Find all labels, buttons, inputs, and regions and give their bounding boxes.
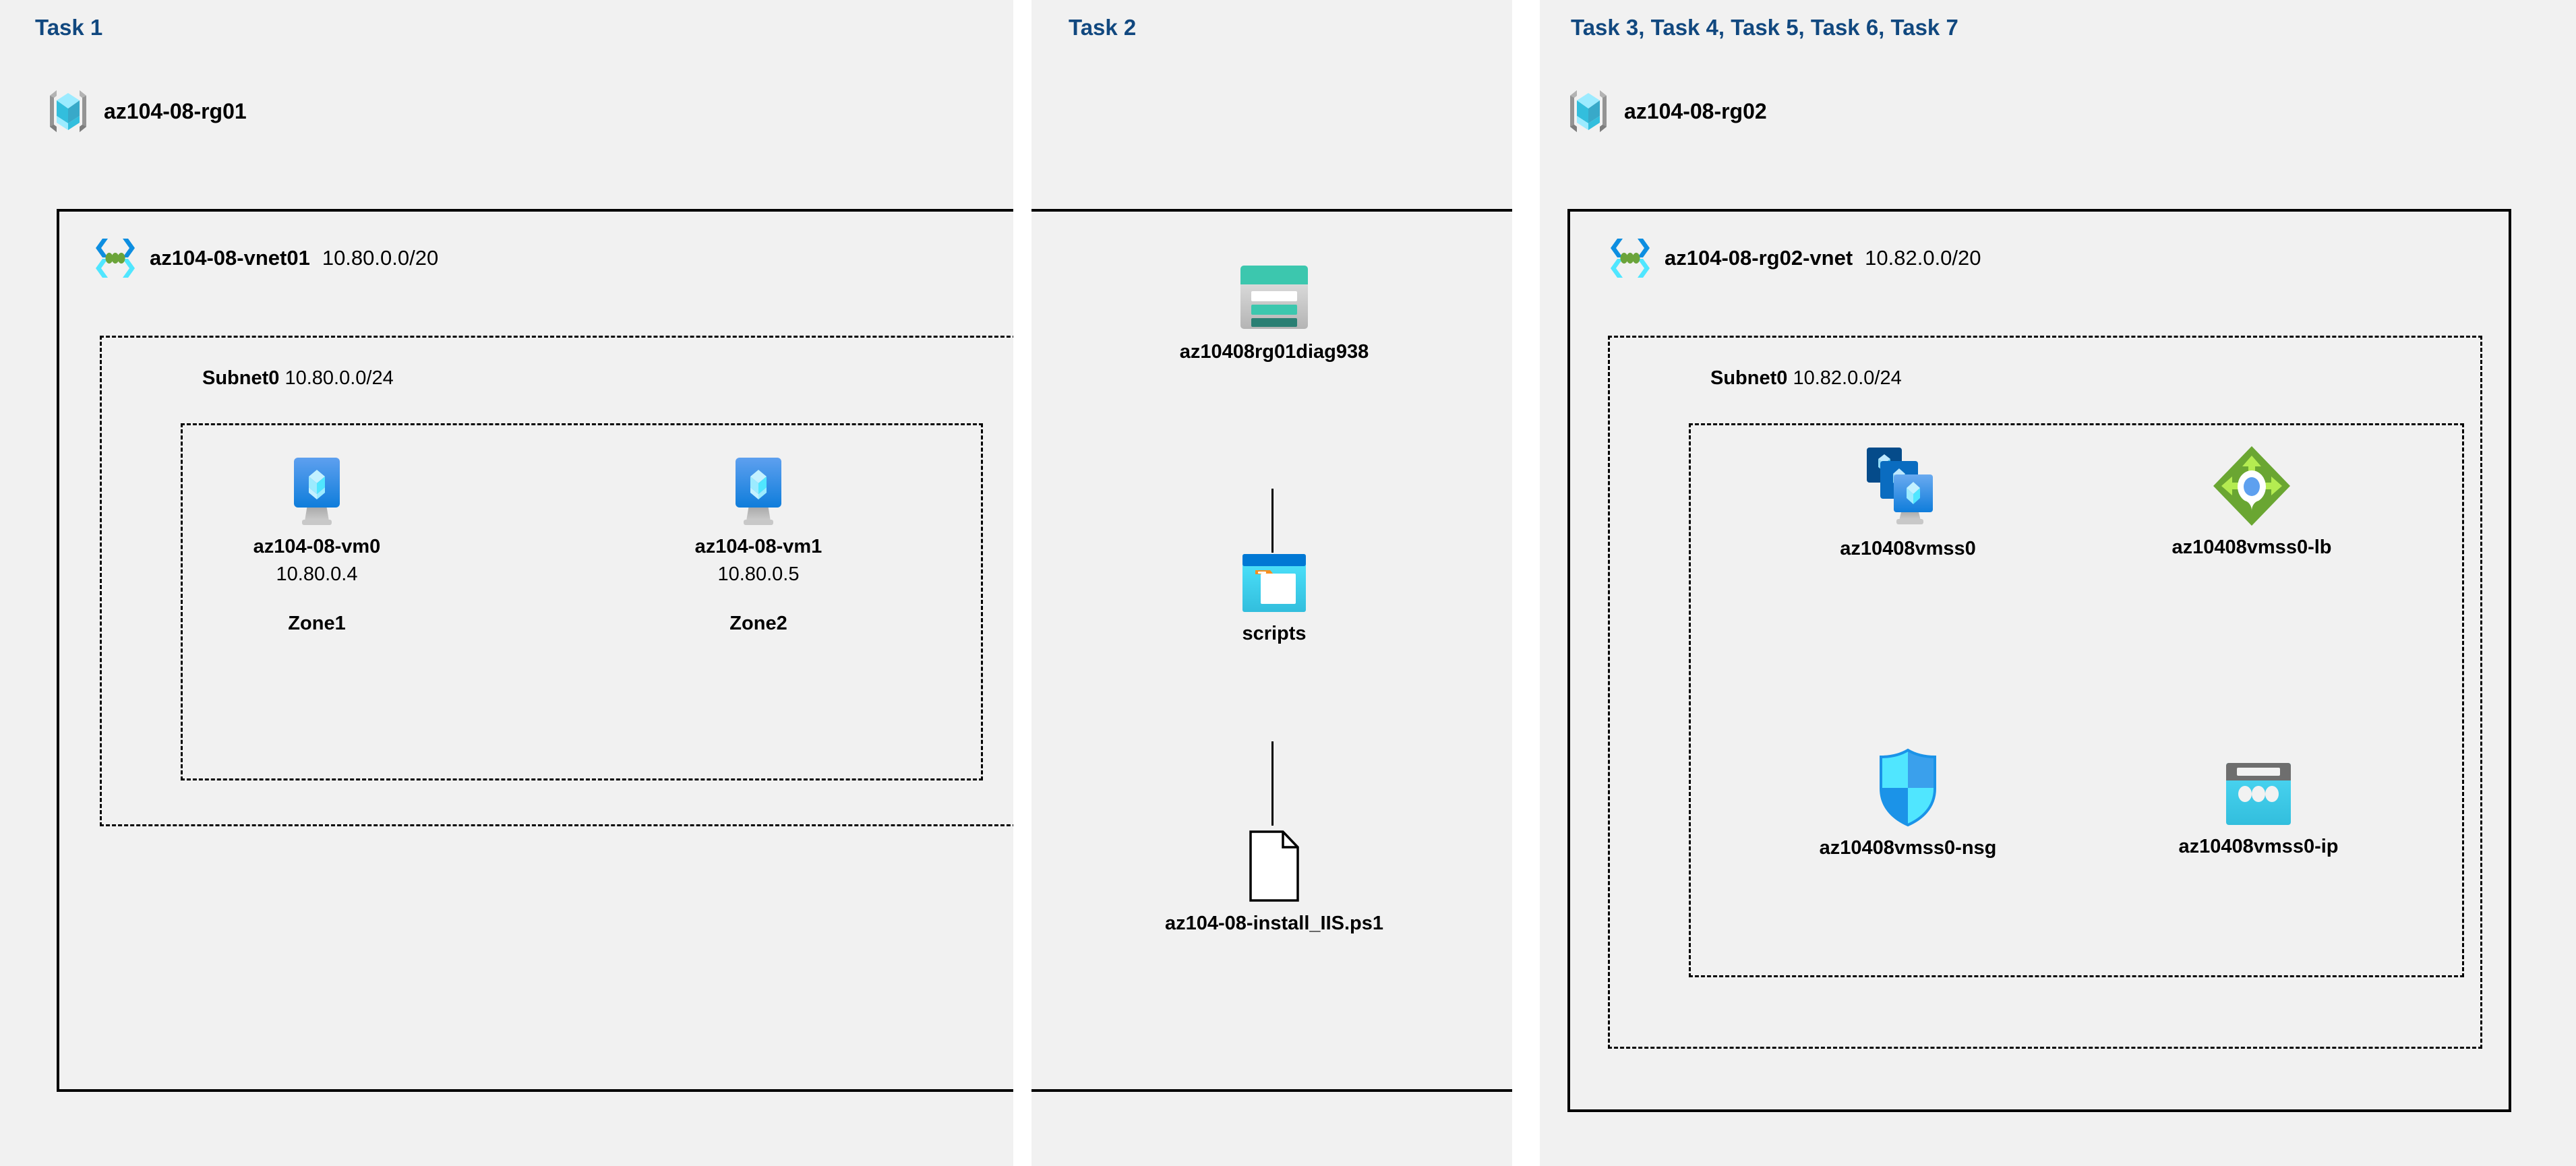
vnet-boundary-az104-08-rg02-vnet <box>1567 209 2511 1112</box>
public-ip-address-icon <box>2223 762 2294 826</box>
network-security-group-icon <box>1876 748 1940 828</box>
panel-task1 <box>0 0 1013 1166</box>
node-label: scripts <box>1242 623 1307 644</box>
virtual-machine-icon <box>725 455 792 526</box>
connector-scripts-to-file <box>1271 741 1274 826</box>
node-label: az104-08-install_IIS.ps1 <box>1165 913 1383 934</box>
panel-gap-2 <box>1512 0 1540 1166</box>
node-label: az10408vmss0-nsg <box>1819 837 1997 859</box>
virtual-machine-icon <box>283 455 351 526</box>
node-zone-label: Zone1 <box>288 613 346 634</box>
vnet-header-az104-08-vnet01: az104-08-vnet01 10.80.0.0/20 <box>93 237 438 279</box>
node-install-iis-script[interactable]: az104-08-install_IIS.ps1 <box>1079 829 1470 935</box>
resource-group-az104-08-rg01: az104-08-rg01 <box>47 88 247 135</box>
virtual-network-icon <box>93 237 138 279</box>
file-icon <box>1245 829 1303 903</box>
vnet-cidr: 10.80.0.0/20 <box>322 246 439 270</box>
vnet-name: az104-08-vnet01 <box>150 246 310 270</box>
node-label: az10408vmss0-lb <box>2171 536 2332 558</box>
panel-gap-1 <box>1013 0 1031 1166</box>
node-scripts-container[interactable]: scripts <box>1139 553 1409 645</box>
subnet-name: Subnet0 <box>1710 367 1788 389</box>
node-az10408vmss0-ip[interactable]: az10408vmss0-ip <box>2117 762 2400 858</box>
vm-scale-set-icon <box>1863 445 1953 528</box>
node-label: az104-08-vm1 <box>694 536 822 557</box>
subnet-label-task3: Subnet0 10.82.0.0/24 <box>1710 367 1902 390</box>
resource-group-label: az104-08-rg02 <box>1624 98 1767 123</box>
virtual-network-icon <box>1608 237 1652 279</box>
vnet-cidr: 10.82.0.0/20 <box>1865 246 1981 270</box>
load-balancer-icon <box>2212 445 2292 527</box>
node-az104-08-vm1[interactable]: az104-08-vm1 10.80.0.5 Zone2 <box>664 455 853 635</box>
resource-group-az104-08-rg02: az104-08-rg02 <box>1567 88 1767 135</box>
resource-group-icon <box>47 88 89 135</box>
resource-group-icon <box>1567 88 1609 135</box>
panel-task3 <box>1540 0 2576 1166</box>
node-az104-08-vm0[interactable]: az104-08-vm0 10.80.0.4 Zone1 <box>222 455 411 635</box>
node-az10408rg01diag938[interactable]: az10408rg01diag938 <box>1099 263 1449 363</box>
subnet-cidr: 10.82.0.0/24 <box>1793 367 1902 389</box>
zone-group-boundary-task1 <box>181 423 983 780</box>
blob-container-icon <box>1240 553 1308 613</box>
subnet-label-task1: Subnet0 10.80.0.0/24 <box>202 367 394 390</box>
vnet-header-az104-08-rg02-vnet: az104-08-rg02-vnet 10.82.0.0/20 <box>1608 237 1981 279</box>
node-label: az10408vmss0 <box>1840 538 1976 559</box>
node-ip-address: 10.80.0.4 <box>276 563 358 585</box>
node-az10408vmss0-nsg[interactable]: az10408vmss0-nsg <box>1739 748 2076 859</box>
heading-task3: Task 3, Task 4, Task 5, Task 6, Task 7 <box>1571 15 1958 40</box>
node-az10408vmss0-lb[interactable]: az10408vmss0-lb <box>2110 445 2393 559</box>
node-az10408vmss0[interactable]: az10408vmss0 <box>1766 445 2049 560</box>
resource-group-label: az104-08-rg01 <box>104 98 247 123</box>
connector-storage-to-scripts <box>1271 489 1274 553</box>
node-label: az104-08-vm0 <box>253 536 381 557</box>
resource-group-boundary-task3 <box>1689 423 2464 977</box>
subnet-cidr: 10.80.0.0/24 <box>284 367 394 389</box>
subnet-boundary-task3 <box>1608 336 2482 1049</box>
vnet-name: az104-08-rg02-vnet <box>1665 246 1853 270</box>
subnet-name: Subnet0 <box>202 367 280 389</box>
heading-task2: Task 2 <box>1069 15 1137 40</box>
node-label: az10408vmss0-ip <box>2178 836 2339 857</box>
heading-task1: Task 1 <box>35 15 103 40</box>
storage-account-icon <box>1236 263 1312 332</box>
node-ip-address: 10.80.0.5 <box>717 563 800 585</box>
node-zone-label: Zone2 <box>729 613 787 634</box>
node-label: az10408rg01diag938 <box>1179 341 1369 363</box>
